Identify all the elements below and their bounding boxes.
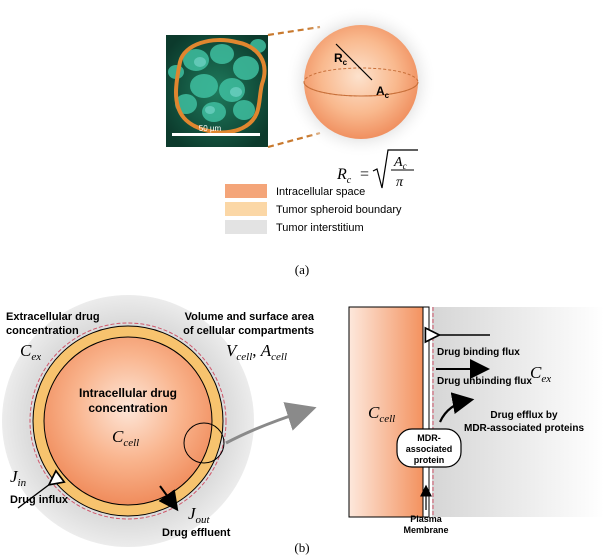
influx-arrow bbox=[17, 484, 50, 509]
legend-label-interstitium: Tumor interstitium bbox=[276, 222, 364, 234]
radius-symbol: R bbox=[334, 51, 343, 65]
mdr-label-line1: MDR- bbox=[417, 433, 441, 443]
volume-title-line1: Volume and surface area bbox=[185, 311, 315, 323]
efflux-arrow bbox=[438, 392, 475, 423]
legend-label-spheroid-boundary: Tumor spheroid boundary bbox=[276, 204, 402, 216]
mdr-label-line3: protein bbox=[414, 455, 445, 465]
unbinding-flux-label: Drug unbinding flux bbox=[437, 376, 532, 387]
mdr-label-line2: associated bbox=[406, 444, 453, 454]
efflux-label-line1: Drug efflux by bbox=[490, 410, 558, 421]
zoom-c-ex-label: Cex bbox=[530, 363, 551, 385]
legend-swatch-interstitium bbox=[225, 220, 267, 234]
volume-title-line2: of cellular compartments bbox=[183, 325, 314, 337]
extracellular-title-line1: Extracellular drug bbox=[6, 311, 100, 323]
svg-text:Ac: Ac bbox=[393, 155, 407, 171]
intracellular-title-line1: Intracellular drug bbox=[79, 386, 177, 400]
svg-text:Rc: Rc bbox=[334, 51, 348, 67]
v-cell-a-cell-label: Vcell, Acell bbox=[226, 341, 287, 363]
radius-subscript: c bbox=[343, 58, 348, 67]
drug-effluent-label: Drug effluent bbox=[162, 527, 231, 539]
zoom-c-cell-label: Ccell bbox=[368, 403, 395, 425]
legend-swatch-intracellular bbox=[225, 184, 267, 198]
membrane-label-line2: Membrane bbox=[403, 525, 448, 535]
svg-text:Ac: Ac bbox=[376, 84, 390, 100]
c-cell-label: Ccell bbox=[112, 427, 139, 449]
c-ex-label: Cex bbox=[20, 341, 41, 363]
binding-flux-label: Drug binding flux bbox=[437, 347, 520, 358]
drug-influx-label: Drug influx bbox=[10, 494, 69, 506]
area-subscript: c bbox=[385, 91, 390, 100]
zoom-arrow bbox=[225, 402, 317, 445]
caption-a: (a) bbox=[295, 262, 309, 277]
panel-a: 50 µm Rc Ac Rc = Ac bbox=[166, 6, 437, 277]
efflux-label-line2: MDR-associated proteins bbox=[464, 423, 584, 434]
legend-label-intracellular: Intracellular space bbox=[276, 186, 365, 198]
sphere-model: Rc Ac bbox=[285, 6, 437, 158]
mdr-protein bbox=[396, 428, 462, 468]
j-in-label: Jin bbox=[10, 467, 27, 489]
micrograph: 50 µm bbox=[166, 35, 268, 147]
legend: Intracellular space Tumor spheroid bound… bbox=[225, 184, 402, 234]
svg-text:=: = bbox=[360, 166, 369, 183]
legend-swatch-spheroid-boundary bbox=[225, 202, 267, 216]
extracellular-title-line2: concentration bbox=[6, 325, 79, 337]
membrane-zoom: Ccell Cex Drug binding flux Drug unbindi… bbox=[348, 306, 604, 535]
svg-text:Rc: Rc bbox=[336, 166, 352, 186]
panel-b: Extracellular drug concentration Cex Vol… bbox=[2, 295, 604, 555]
effluent-arrow bbox=[158, 485, 179, 512]
radius-formula: Rc = Ac π bbox=[336, 149, 418, 190]
area-symbol: A bbox=[376, 84, 385, 98]
micrograph-scale-label: 50 µm bbox=[199, 124, 222, 133]
zoom-circle bbox=[183, 422, 225, 464]
intracellular-title-line2: concentration bbox=[88, 401, 167, 415]
membrane-label-line1: Plasma bbox=[410, 514, 443, 524]
j-out-label: Jout bbox=[188, 504, 211, 526]
caption-b: (b) bbox=[294, 540, 309, 555]
svg-text:π: π bbox=[396, 175, 404, 190]
